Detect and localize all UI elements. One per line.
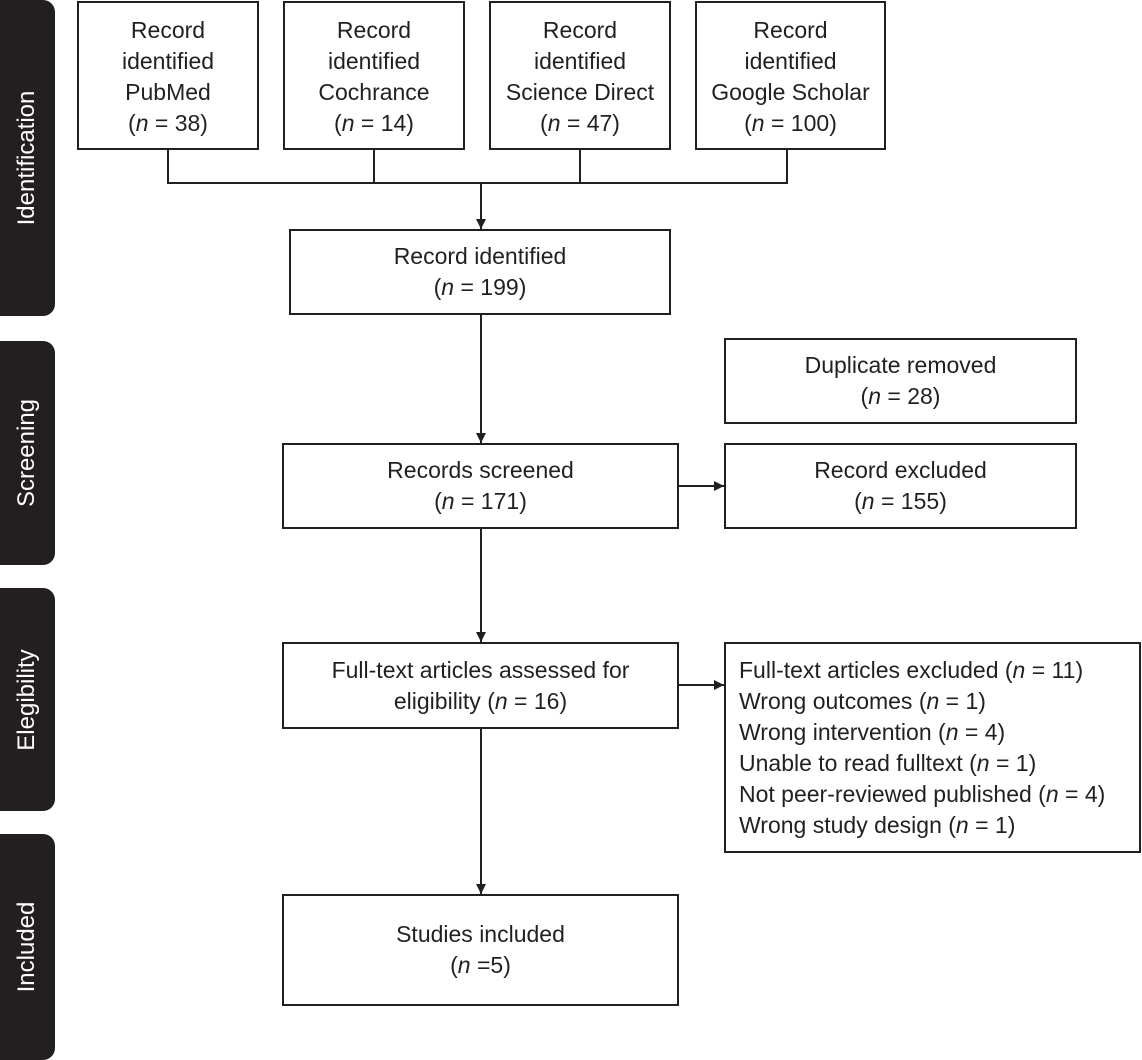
fulltext-line1: Full-text articles assessed for [331,656,630,683]
fulltext-excluded-box: Full-text articles excluded (n = 11) Wro… [724,642,1141,853]
included-count: (n =5) [450,952,511,978]
source-line1: Record [753,17,828,43]
excluded-box: Record excluded (n = 155) [724,443,1077,529]
source-count: (n = 47) [540,110,620,136]
exclusion-reason: Wrong study design (n = 1) [739,811,1016,838]
source-line1: Record [542,17,618,43]
source-line2: identified [533,48,627,74]
exclusion-reason: Not peer-reviewed published (n = 4) [739,780,1106,807]
phase-bar-eligibility: Elegibility [0,588,55,811]
source-box-pubmed: Record identified PubMed (n = 38) [77,1,259,150]
duplicates-label: Duplicate removed [804,352,997,378]
excluded-label: Record excluded [814,457,987,483]
fulltext-line2: eligibility (n = 16) [393,687,568,714]
identified-box: Record identified (n = 199) [289,229,671,315]
duplicates-box: Duplicate removed (n = 28) [724,338,1077,424]
exclusion-reason: Unable to read fulltext (n = 1) [739,749,1037,776]
source-box-cochrane: Record identified Cochrance (n = 14) [283,1,465,150]
source-line2: identified [327,48,421,74]
screened-label: Records screened [387,457,574,483]
source-box-google-scholar: Record identified Google Scholar (n = 10… [695,1,886,150]
source-line2: identified [744,48,837,74]
exclusion-reason: Wrong outcomes (n = 1) [739,687,986,714]
source-box-science-direct: Record identified Science Direct (n = 47… [489,1,671,150]
identified-count: (n = 199) [433,274,527,300]
identified-label: Record identified [393,243,567,269]
source-name: Science Direct [505,79,655,105]
phase-bar-screening: Screening [0,341,55,565]
source-line1: Record [130,17,206,43]
fulltext-assessed-box: Full-text articles assessed for eligibil… [282,642,679,729]
screened-box: Records screened (n = 171) [282,443,679,529]
source-name: PubMed [125,79,211,105]
source-name: Cochrance [318,79,430,105]
included-label: Studies included [396,921,565,947]
source-count: (n = 100) [744,110,837,136]
excluded-count: (n = 155) [854,488,947,514]
phase-bar-identification: Identification [0,0,55,316]
source-line2: identified [121,48,215,74]
included-box: Studies included (n =5) [282,894,679,1006]
exclusion-reason: Full-text articles excluded (n = 11) [739,656,1084,683]
source-count: (n = 38) [128,110,208,136]
screened-count: (n = 171) [434,488,527,514]
duplicates-count: (n = 28) [860,383,941,409]
source-count: (n = 14) [334,110,414,136]
source-line1: Record [336,17,412,43]
exclusion-reason: Wrong intervention (n = 4) [739,718,1006,745]
source-name: Google Scholar [711,79,870,105]
phase-bar-included: Included [0,834,55,1060]
